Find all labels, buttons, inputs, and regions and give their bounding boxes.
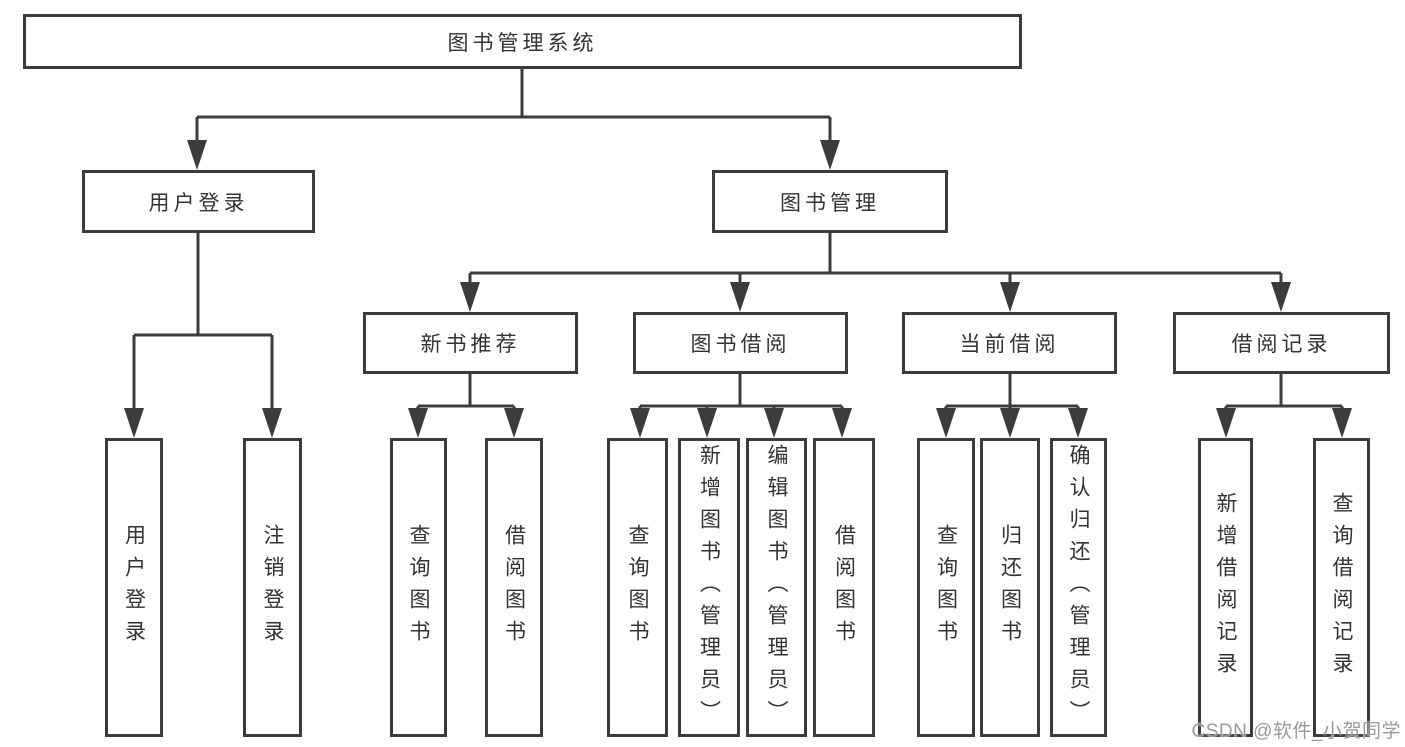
leaf-return-books: 归还图书 [980, 438, 1040, 737]
leaf-user-login: 用户登录 [105, 438, 163, 737]
node-current-borrowing-label: 当前借阅 [959, 333, 1060, 356]
leaf-logout-login: 注销登录 [243, 438, 302, 737]
leaf-edit-books-admin-label: 编辑图书（管理员） [765, 443, 788, 732]
leaf-confirm-return-admin: 确认归还（管理员） [1050, 438, 1107, 737]
arrowheads [124, 140, 1352, 438]
node-current-borrowing: 当前借阅 [902, 312, 1117, 374]
node-root-library-management-system: 图书管理系统 [23, 14, 1022, 69]
node-book-management: 图书管理 [712, 170, 948, 233]
node-book-borrowing-label: 图书借阅 [690, 333, 791, 356]
leaf-borrow-books-borrowing-label: 借阅图书 [832, 523, 856, 652]
node-book-management-label: 图书管理 [780, 191, 880, 215]
leaf-add-books-admin: 新增图书（管理员） [678, 438, 740, 737]
leaf-query-borrow-record-label: 查询借阅记录 [1330, 491, 1353, 684]
node-borrowing-records-label: 借阅记录 [1231, 333, 1332, 356]
leaf-confirm-return-admin-label: 确认归还（管理员） [1067, 443, 1090, 732]
node-user-login-label: 用户登录 [148, 191, 249, 215]
leaf-edit-books-admin: 编辑图书（管理员） [746, 438, 807, 737]
leaf-query-books-recommend: 查询图书 [390, 438, 447, 737]
leaf-borrow-books-recommend-label: 借阅图书 [502, 523, 526, 652]
node-root-label: 图书管理系统 [447, 31, 598, 55]
leaf-return-books-label: 归还图书 [998, 523, 1022, 652]
leaf-query-books-borrowing: 查询图书 [607, 438, 668, 737]
leaf-add-borrow-record-label: 新增借阅记录 [1214, 491, 1237, 684]
leaf-query-books-borrowing-label: 查询图书 [626, 523, 649, 652]
leaf-borrow-books-recommend: 借阅图书 [485, 438, 543, 737]
node-book-borrowing: 图书借阅 [633, 312, 848, 374]
csdn-watermark: CSDN @软件_小贺同学 [1191, 721, 1401, 742]
node-user-login: 用户登录 [82, 170, 315, 233]
leaf-borrow-books-borrowing: 借阅图书 [813, 438, 875, 737]
leaf-add-books-admin-label: 新增图书（管理员） [697, 443, 721, 732]
leaf-add-borrow-record: 新增借阅记录 [1198, 438, 1253, 737]
leaf-logout-login-label: 注销登录 [261, 523, 284, 652]
leaf-query-books-recommend-label: 查询图书 [407, 523, 430, 652]
leaf-query-books-current-label: 查询图书 [934, 523, 958, 652]
node-new-book-recommendation: 新书推荐 [363, 312, 578, 374]
node-borrowing-records: 借阅记录 [1173, 312, 1390, 374]
leaf-user-login-label: 用户登录 [122, 523, 146, 652]
leaf-query-books-current: 查询图书 [917, 438, 975, 737]
node-new-book-recommendation-label: 新书推荐 [420, 333, 521, 356]
leaf-query-borrow-record: 查询借阅记录 [1313, 438, 1370, 737]
